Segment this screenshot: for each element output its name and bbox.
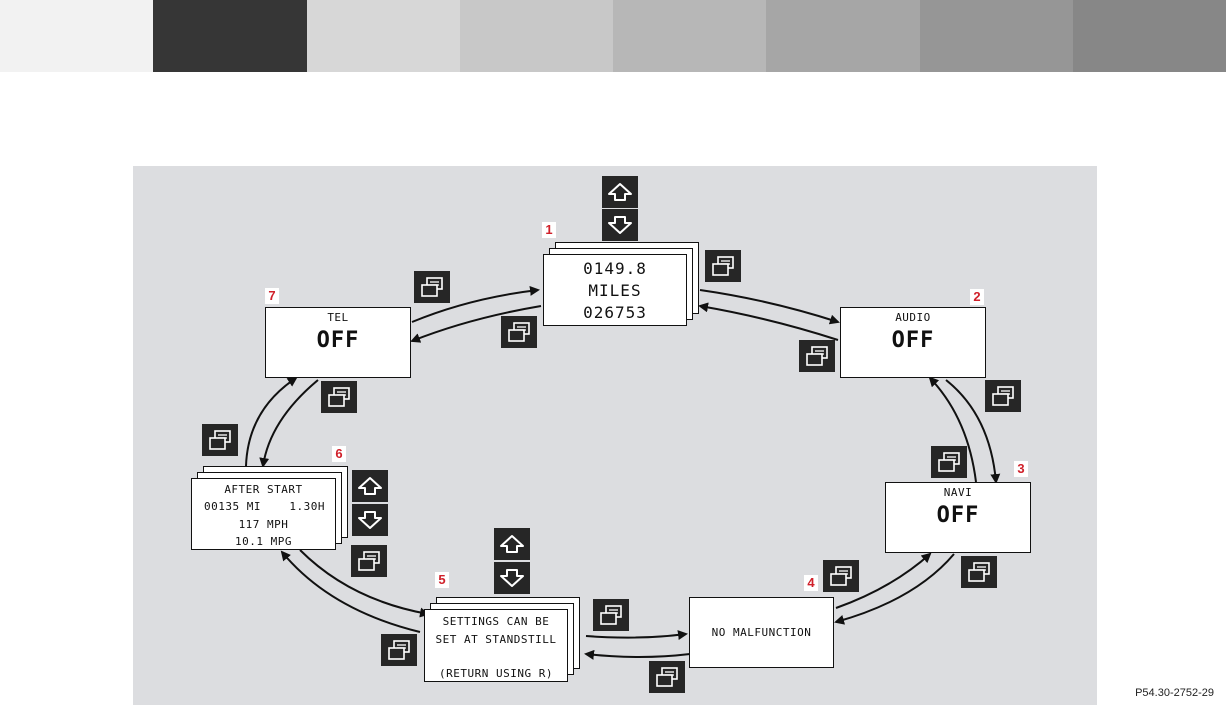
page-button-7-to-1[interactable] (414, 271, 450, 303)
up-arrow-icon (500, 535, 524, 553)
page-stack-icon (656, 667, 678, 687)
page-button-1-to-7[interactable] (501, 316, 537, 348)
screen-5-settings: SETTINGS CAN BE SET AT STANDSTILL (RETUR… (424, 609, 568, 682)
screen-1-odometer: 0149.8 MILES 026753 (543, 254, 687, 326)
page-button-4-to-3[interactable] (823, 560, 859, 592)
screen-7-value: OFF (316, 328, 360, 353)
screen-1-number: 1 (542, 222, 556, 238)
page-button-5-to-4[interactable] (593, 599, 629, 631)
screen-1-unit: MILES (588, 281, 642, 300)
page-stack-icon (938, 452, 960, 472)
screen-6-after-start: AFTER START 00135 MI 1.30H 117 MPH 10.1 … (191, 478, 336, 550)
down-arrow-icon (500, 569, 524, 587)
page-stack-icon (600, 605, 622, 625)
swatch-3 (306, 0, 460, 72)
down-arrow-icon (608, 216, 632, 234)
figure-code: P54.30-2752-29 (1135, 687, 1214, 699)
screen-2-audio: AUDIO OFF (840, 307, 986, 378)
screen-3-label: NAVI (943, 486, 973, 499)
swatch-8 (1072, 0, 1226, 72)
screen-7-number: 7 (265, 288, 279, 304)
screen-6-distance: 00135 MI (204, 500, 261, 513)
screen-4-malfunction: NO MALFUNCTION (689, 597, 834, 668)
screen-6-time: 1.30H (289, 500, 325, 513)
scroll-up-button-5[interactable] (494, 528, 530, 560)
screen-3-navi: NAVI OFF (885, 482, 1031, 553)
screen-6-number: 6 (332, 446, 346, 462)
page-button-3-to-2[interactable] (931, 446, 967, 478)
screen-5-line2: SET AT STANDSTILL (435, 633, 557, 646)
page-stack-icon (712, 256, 734, 276)
page-stack-icon (388, 640, 410, 660)
page-stack-icon (992, 386, 1014, 406)
screen-5-number: 5 (435, 572, 449, 588)
page-button-2-to-1[interactable] (799, 340, 835, 372)
screen-6-title: AFTER START (224, 483, 303, 496)
page-button-3-to-4[interactable] (961, 556, 997, 588)
screen-5-line1: SETTINGS CAN BE (442, 615, 550, 628)
screen-3-value: OFF (936, 503, 980, 528)
up-arrow-icon (358, 477, 382, 495)
screen-6-economy: 10.1 MPG (235, 535, 292, 548)
page-button-2-to-3[interactable] (985, 380, 1021, 412)
screen-5-line3: (RETURN USING R) (439, 667, 553, 680)
screen-4-number: 4 (804, 575, 818, 591)
scroll-down-button-6[interactable] (352, 504, 388, 536)
swatch-6 (766, 0, 920, 72)
page-stack-icon (806, 346, 828, 366)
page-stack-icon (328, 387, 350, 407)
page-button-6-to-5[interactable] (351, 545, 387, 577)
screen-6-speed: 117 MPH (238, 518, 289, 531)
page-button-5-to-6[interactable] (381, 634, 417, 666)
swatch-7 (919, 0, 1073, 72)
scroll-up-button-6[interactable] (352, 470, 388, 502)
swatch-2 (153, 0, 307, 72)
page-button-4-to-5[interactable] (649, 661, 685, 693)
swatch-1 (0, 0, 154, 72)
swatch-5 (613, 0, 767, 72)
scroll-up-button-1[interactable] (602, 176, 638, 208)
screen-1-trip: 0149.8 (583, 259, 647, 278)
screen-1-total: 026753 (583, 303, 647, 322)
screen-7-tel: TEL OFF (265, 307, 411, 378)
screen-2-value: OFF (891, 328, 935, 353)
page-stack-icon (968, 562, 990, 582)
page-stack-icon (830, 566, 852, 586)
screen-4-text: NO MALFUNCTION (711, 626, 812, 639)
screen-7-label: TEL (327, 311, 349, 324)
swatch-4 (459, 0, 613, 72)
scroll-down-button-1[interactable] (602, 209, 638, 241)
page-button-6-to-7[interactable] (202, 424, 238, 456)
screen-2-label: AUDIO (895, 311, 931, 324)
page-button-1-to-2[interactable] (705, 250, 741, 282)
page-stack-icon (421, 277, 443, 297)
up-arrow-icon (608, 183, 632, 201)
color-swatch-bar (0, 0, 1226, 72)
down-arrow-icon (358, 511, 382, 529)
page-stack-icon (508, 322, 530, 342)
screen-2-number: 2 (970, 289, 984, 305)
page-stack-icon (358, 551, 380, 571)
scroll-down-button-5[interactable] (494, 562, 530, 594)
page-button-7-to-6[interactable] (321, 381, 357, 413)
screen-3-number: 3 (1014, 461, 1028, 477)
page-stack-icon (209, 430, 231, 450)
